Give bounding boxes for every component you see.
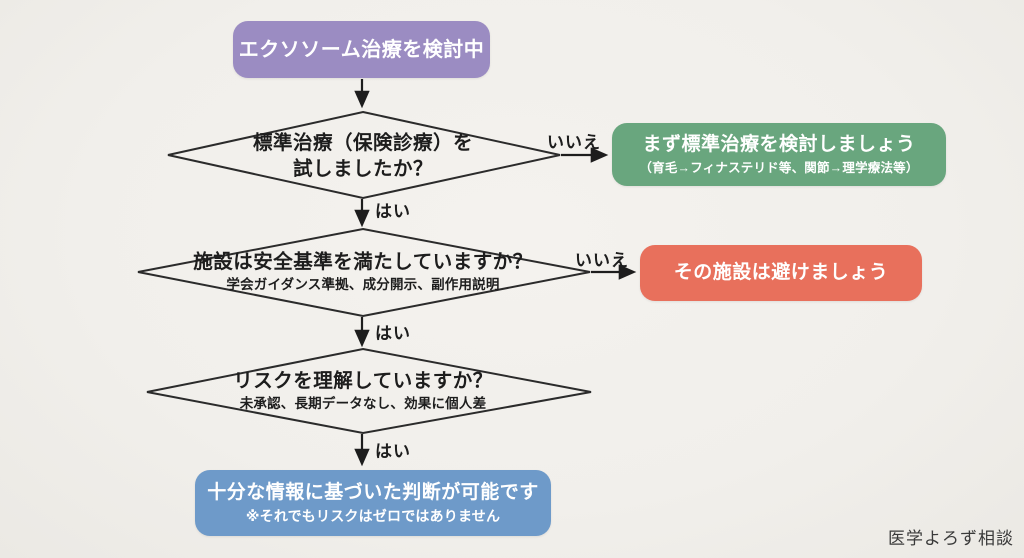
decision-q2-line1: 施設は安全基準を満たしていますか？ [193,251,533,273]
edge-label-q1-yes: はい [375,202,411,221]
start-node: エクソソーム治療を検討中 [233,21,490,78]
outcome-informed-decision: 十分な情報に基づいた判断が可能です ※それでもリスクはゼロではありません [195,470,551,536]
edge-label-q2-no: いいえ [575,251,629,270]
edge-label-q1-no: いいえ [547,133,601,152]
diamond-q1 [167,110,561,200]
outcome-avoid-facility: その施設は避けましょう [640,245,922,301]
decision-q3-line2: 未承認、長期データなし、効果に個人差 [239,396,487,412]
start-node-label: エクソソーム治療を検討中 [238,38,485,61]
diamond-q3 [146,347,592,435]
decision-q2-line2: 学会ガイダンス準拠、成分開示、副作用説明 [226,277,500,293]
decision-q1-line2: 試しましたか？ [292,158,433,181]
edge-label-q2-yes: はい [375,324,411,343]
decision-q2: 施設は安全基準を満たしていますか？ 学会ガイダンス準拠、成分開示、副作用説明 [143,249,583,295]
outcome-standard-treatment: まず標準治療を検討しましょう （育毛→フィナステリド等、関節→理学療法等） [612,123,946,186]
credit-watermark: 医学よろず相談 [888,529,1014,548]
diamond-q2 [137,227,591,318]
outcome-standard-treatment-line1: まず標準治療を検討しましょう [642,134,916,156]
decision-q3-line1: リスクを理解していますか？ [233,370,493,392]
outcome-avoid-facility-label: その施設は避けましょう [673,261,889,283]
outcome-informed-decision-line1: 十分な情報に基づいた判断が可能です [207,481,539,503]
decision-q1-line1: 標準治療（保険診療）を [252,132,473,154]
decision-q3: リスクを理解していますか？ 未承認、長期データなし、効果に個人差 [163,368,563,414]
outcome-informed-decision-line2: ※それでもリスクはゼロではありません [245,508,501,525]
edge-label-q3-yes: はい [375,442,411,461]
outcome-standard-treatment-line2: （育毛→フィナステリド等、関節→理学療法等） [639,160,919,175]
decision-q1: 標準治療（保険診療）を 試しましたか？ [203,130,523,183]
